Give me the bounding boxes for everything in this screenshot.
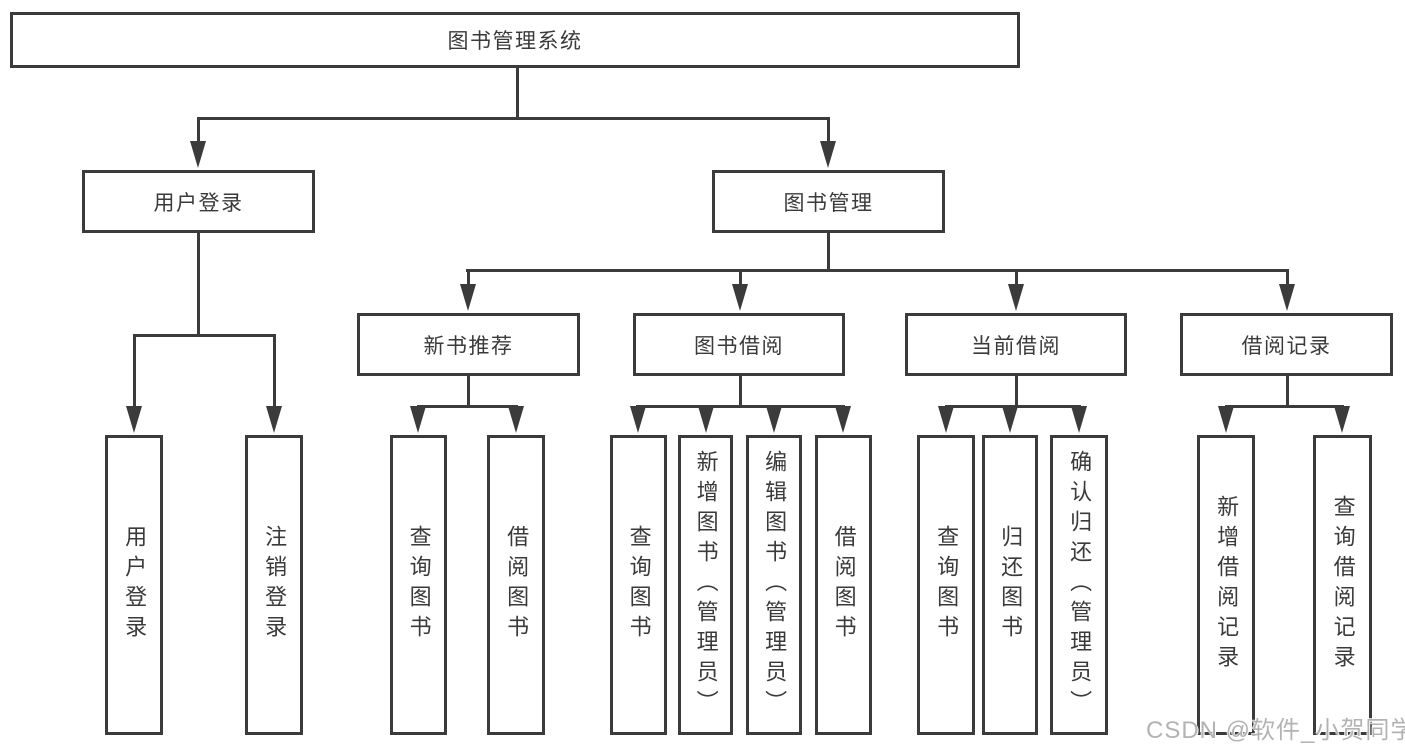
- connector-book-borrow-drop: [739, 271, 742, 287]
- arrow-down-add-books: [698, 406, 714, 433]
- connector-level3-branch: [466, 269, 1289, 272]
- arrow-down-new-book: [460, 284, 476, 311]
- node-leaf-logout: 注销登录: [245, 435, 303, 735]
- connector-user-login-drop: [197, 119, 200, 147]
- node-leaf-query-books-1: 查询图书: [390, 435, 447, 735]
- arrow-down-current-borrow: [1008, 284, 1024, 311]
- connector-leaf-logout-drop: [273, 336, 276, 408]
- node-leaf-add-borrow-record: 新增借阅记录: [1197, 435, 1255, 735]
- arrow-down-user-login: [190, 141, 206, 168]
- node-leaf-add-books-admin: 新增图书（管理员）: [678, 435, 733, 735]
- arrow-down-return-books: [1002, 406, 1018, 433]
- connector-borrow-records-drop: [1286, 271, 1289, 287]
- connector-book-mgmt-drop: [827, 119, 830, 147]
- connector-new-book-branchline: [417, 405, 518, 408]
- arrow-down-add-borrow-record: [1218, 406, 1234, 433]
- node-library-management-system: 图书管理系统: [10, 12, 1020, 68]
- arrow-down-borrow-books-2: [835, 406, 851, 433]
- watermark: CSDN @软件_小贺同学: [1146, 717, 1405, 744]
- node-leaf-edit-books-admin: 编辑图书（管理员）: [746, 435, 802, 735]
- node-leaf-borrow-books-2: 借阅图书: [815, 435, 872, 735]
- connector-book-mgmt-stem: [827, 232, 830, 271]
- arrow-down-borrow-books-1: [508, 406, 524, 433]
- arrow-down-book-borrow: [732, 284, 748, 311]
- arrow-down-query-books-3: [938, 406, 954, 433]
- arrow-down-leaf-login: [126, 406, 142, 433]
- arrow-down-query-books-2: [630, 406, 646, 433]
- arrow-down-query-books-1: [410, 406, 426, 433]
- arrow-down-confirm-return: [1071, 406, 1087, 433]
- node-leaf-borrow-books-1: 借阅图书: [487, 435, 545, 735]
- connector-borrow-records-branchline: [1225, 405, 1344, 408]
- node-book-borrowing: 图书借阅: [633, 313, 845, 376]
- connector-borrow-records-stem: [1286, 374, 1289, 407]
- connector-level2-branch: [197, 117, 830, 120]
- connector-new-book-drop: [467, 271, 470, 287]
- node-leaf-query-borrow-record: 查询借阅记录: [1313, 435, 1372, 735]
- node-leaf-return-books: 归还图书: [982, 435, 1038, 735]
- arrow-down-book-mgmt: [820, 141, 836, 168]
- arrow-down-edit-books: [766, 406, 782, 433]
- arrow-down-query-borrow-record: [1334, 406, 1350, 433]
- arrow-down-borrow-records: [1279, 284, 1295, 311]
- node-leaf-confirm-return-admin: 确认归还（管理员）: [1050, 435, 1108, 735]
- arrow-down-leaf-logout: [266, 406, 282, 433]
- connector-user-login-stem: [197, 231, 200, 335]
- node-leaf-user-login: 用户登录: [105, 435, 163, 735]
- connector-current-borrow-drop: [1015, 271, 1018, 287]
- node-leaf-query-books-3: 查询图书: [917, 435, 975, 735]
- node-current-borrowing: 当前借阅: [905, 313, 1127, 376]
- connector-root-stem: [516, 66, 519, 119]
- connector-book-borrow-branchline: [636, 405, 845, 408]
- node-book-management: 图书管理: [712, 170, 945, 233]
- connector-book-borrow-stem: [739, 374, 742, 407]
- node-leaf-query-books-2: 查询图书: [610, 435, 667, 735]
- node-borrowing-records: 借阅记录: [1180, 313, 1393, 376]
- node-user-login-branch: 用户登录: [82, 170, 315, 233]
- node-new-book-recommendation: 新书推荐: [357, 313, 580, 376]
- connector-user-login-branchline: [133, 334, 276, 337]
- connector-current-borrow-stem: [1015, 374, 1018, 407]
- connector-new-book-stem: [467, 374, 470, 407]
- connector-leaf-login-drop: [133, 336, 136, 408]
